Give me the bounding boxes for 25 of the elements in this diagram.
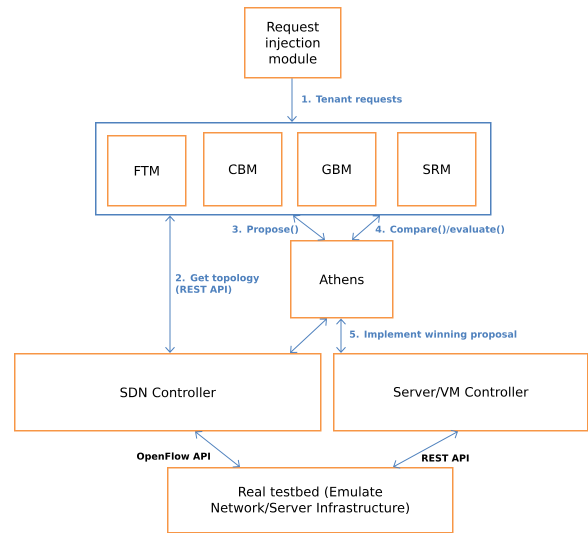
edge-label: OpenFlow API bbox=[136, 452, 210, 462]
arrow bbox=[195, 431, 240, 468]
module-box: SRM bbox=[397, 132, 476, 206]
module-box: FTM bbox=[107, 135, 186, 206]
module-group-box bbox=[95, 122, 492, 216]
arrow bbox=[290, 318, 327, 353]
arrow bbox=[393, 430, 458, 469]
arrow bbox=[287, 78, 297, 122]
testbed-box: Real testbed (Emulate Network/Server Infrastructure) bbox=[167, 467, 454, 533]
edge-label: 5. Implement winning proposal bbox=[350, 330, 516, 340]
arrow bbox=[336, 318, 346, 353]
request-box: Request injection module bbox=[244, 7, 342, 78]
module-box: GBM bbox=[297, 132, 376, 206]
edge-label: REST API bbox=[422, 454, 469, 462]
arrow bbox=[352, 215, 380, 240]
controller-box: Server/VM Controller bbox=[333, 353, 588, 432]
module-box: CBM bbox=[203, 132, 282, 206]
edge-label: 3. Propose() bbox=[232, 225, 298, 235]
controller-box: SDN Controller bbox=[14, 353, 322, 432]
athens-box: Athens bbox=[290, 240, 394, 318]
edge-label: 4. Compare()/evaluate() bbox=[376, 225, 504, 235]
edge-label: 2. Get topology (REST API) bbox=[176, 274, 260, 294]
arrow bbox=[165, 216, 175, 353]
arrow bbox=[293, 214, 325, 241]
edge-label: 1. Tenant requests bbox=[302, 96, 402, 104]
